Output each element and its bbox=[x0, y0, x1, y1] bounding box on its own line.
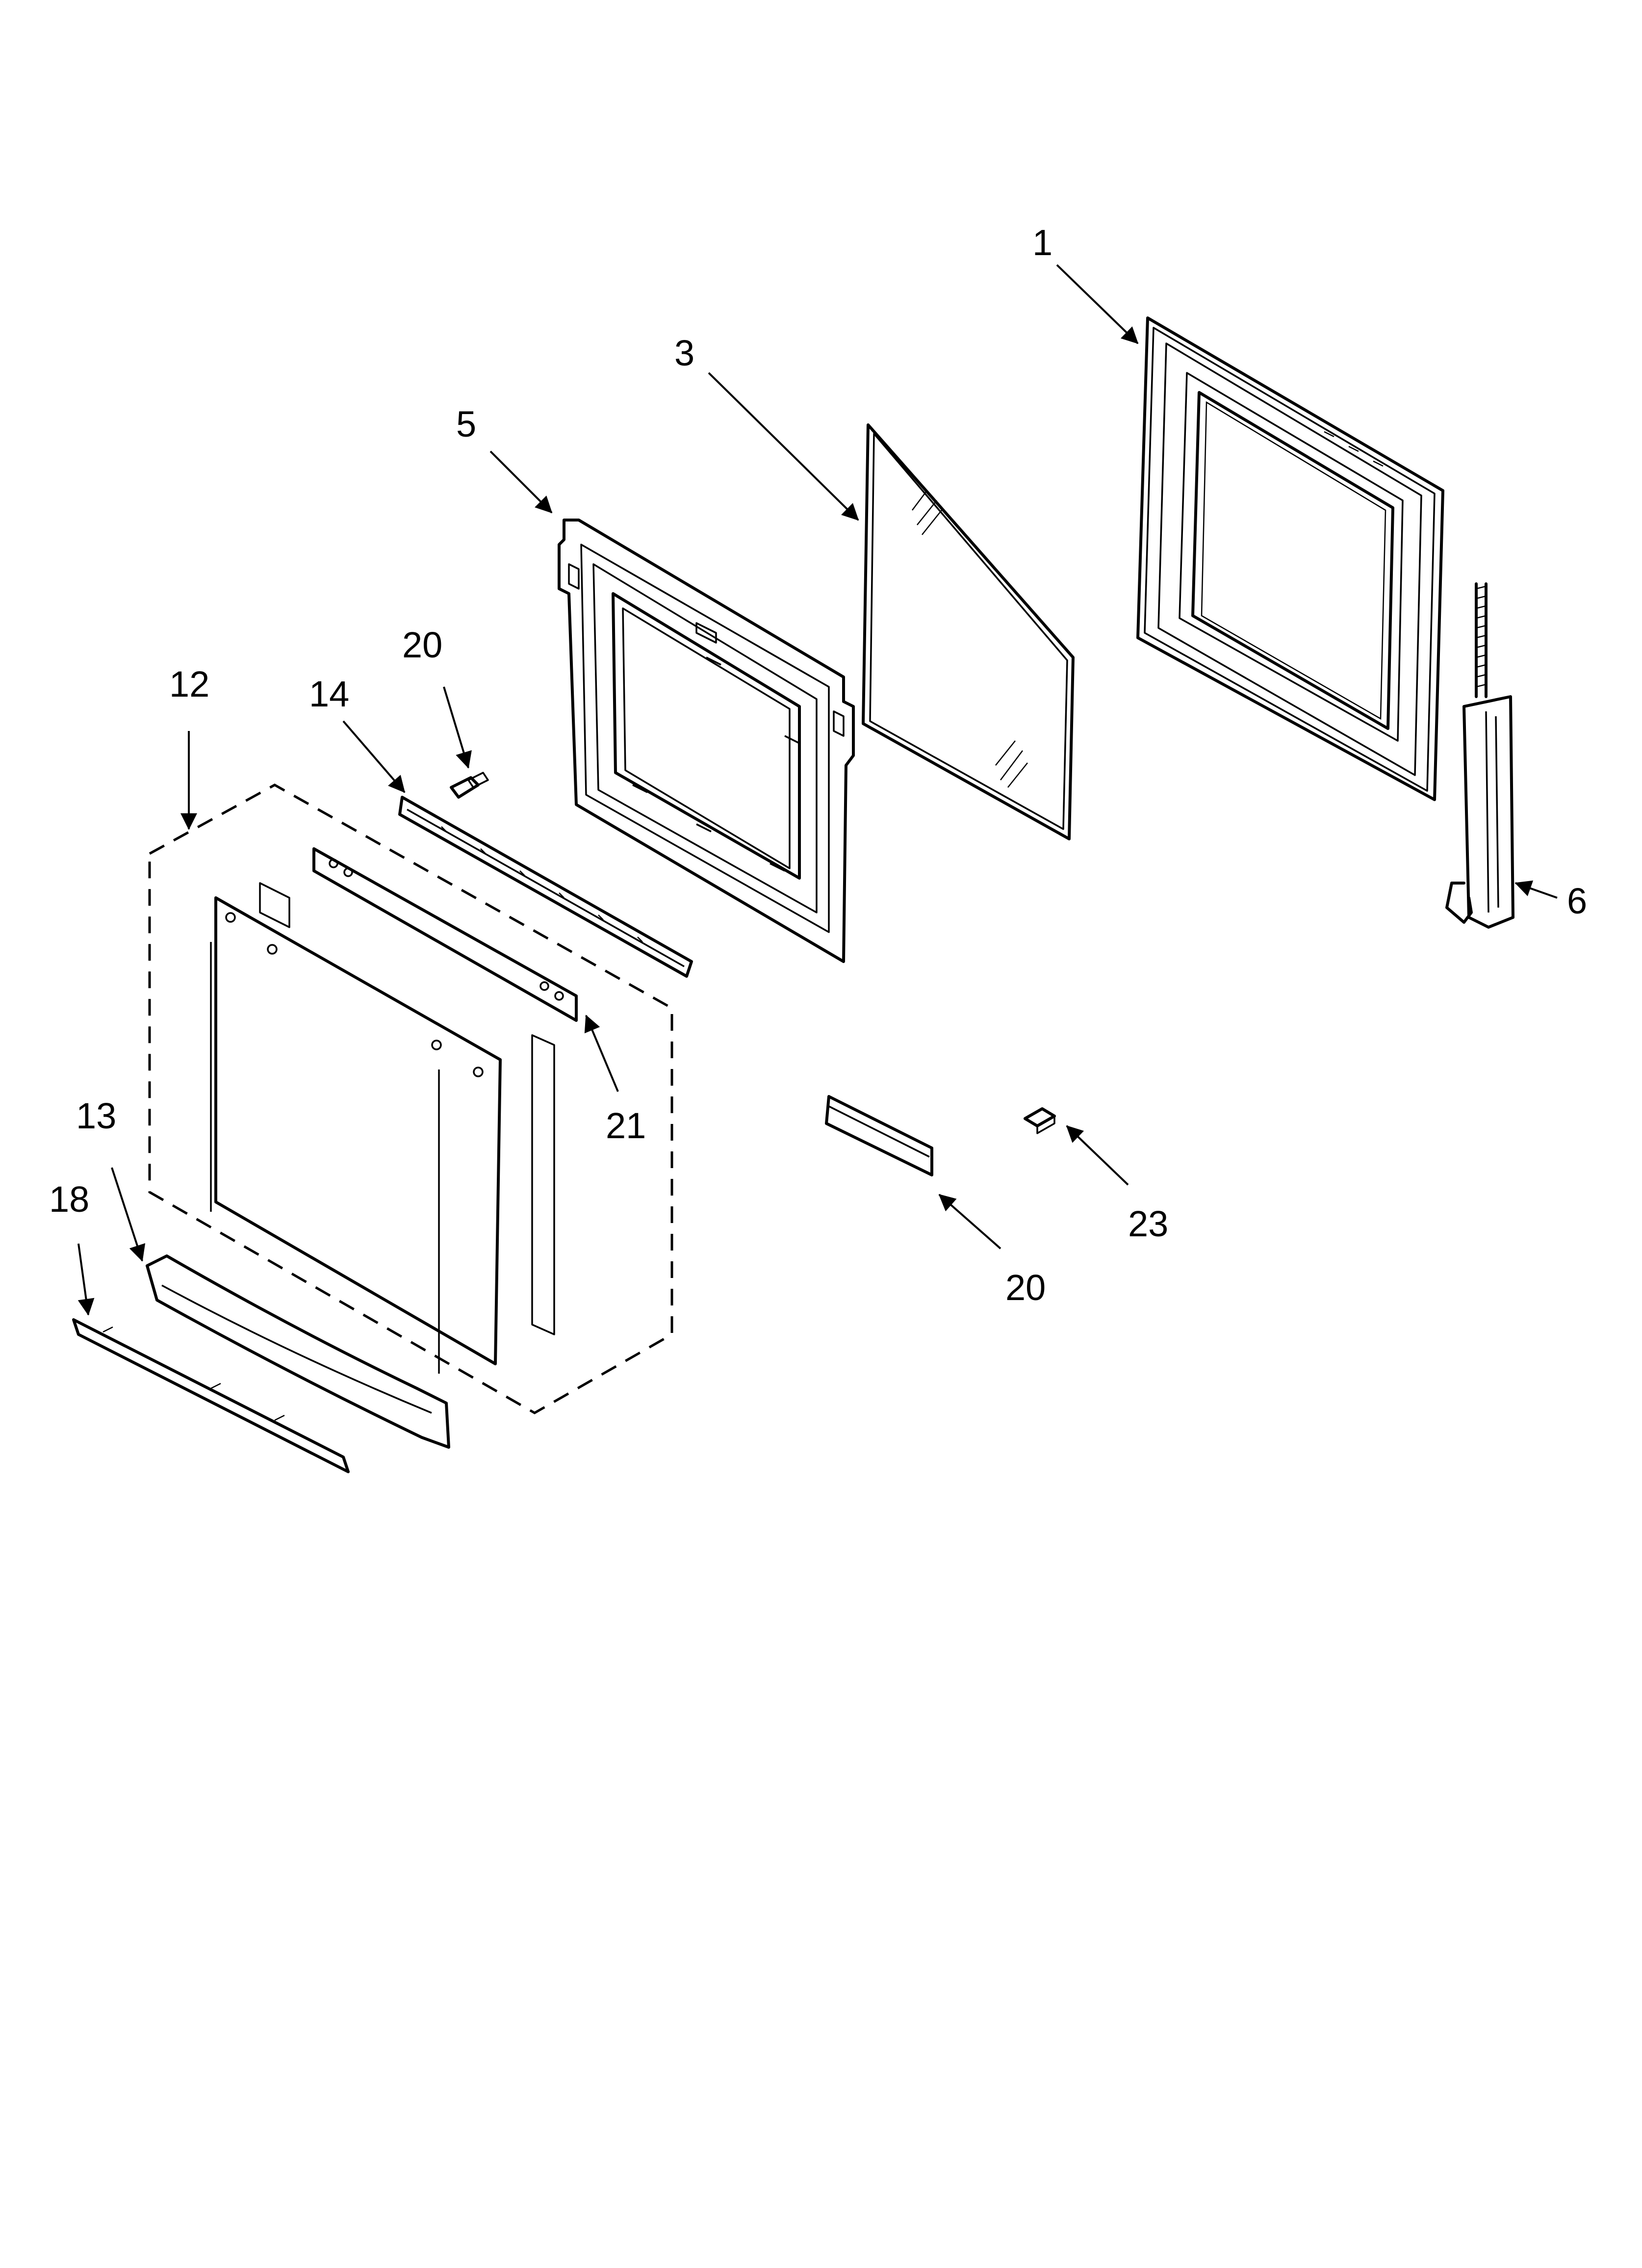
door-front-panel[interactable] bbox=[210, 882, 555, 1374]
handle-bracket[interactable] bbox=[72, 1318, 350, 1473]
callout-3: 3 bbox=[674, 333, 694, 373]
callout-leaders bbox=[77, 264, 1558, 1316]
callout-5: 5 bbox=[456, 404, 476, 444]
callout-21: 21 bbox=[606, 1105, 646, 1146]
clip[interactable] bbox=[1024, 1107, 1056, 1134]
door-glass[interactable] bbox=[862, 423, 1075, 840]
leader-3 bbox=[708, 372, 859, 521]
top-vent-trim[interactable] bbox=[398, 796, 693, 978]
leader-13 bbox=[111, 1167, 146, 1262]
door-assembly-group bbox=[148, 783, 673, 1414]
callout-6: 6 bbox=[1567, 881, 1587, 921]
leader-5 bbox=[489, 450, 553, 514]
leader-1 bbox=[1056, 264, 1139, 344]
callout-1: 1 bbox=[1032, 222, 1052, 263]
leader-18 bbox=[77, 1243, 95, 1316]
screw[interactable] bbox=[450, 772, 489, 799]
callout-labels: 1 3 5 6 12 13 14 18 20 20 21 23 bbox=[49, 222, 1587, 1308]
leader-23 bbox=[1066, 1125, 1129, 1186]
callout-23: 23 bbox=[1128, 1203, 1168, 1244]
callout-13: 13 bbox=[76, 1095, 116, 1136]
bottom-trim-strip[interactable] bbox=[825, 1095, 933, 1176]
leader-21 bbox=[584, 1015, 619, 1092]
outer-door-panel[interactable] bbox=[1136, 316, 1444, 801]
callout-12: 12 bbox=[169, 664, 209, 704]
leader-6 bbox=[1514, 880, 1558, 899]
leader-20a bbox=[443, 686, 472, 769]
inner-door-frame[interactable] bbox=[558, 519, 855, 963]
callout-20b: 20 bbox=[1005, 1267, 1046, 1308]
top-trim-strip[interactable] bbox=[312, 847, 578, 1022]
callout-18: 18 bbox=[49, 1179, 89, 1220]
leader-14 bbox=[342, 720, 406, 793]
door-hinge[interactable] bbox=[1445, 582, 1514, 929]
door-handle[interactable] bbox=[146, 1254, 450, 1449]
leader-20b bbox=[938, 1194, 1001, 1250]
callout-14: 14 bbox=[309, 674, 349, 714]
callout-20a: 20 bbox=[402, 625, 442, 665]
